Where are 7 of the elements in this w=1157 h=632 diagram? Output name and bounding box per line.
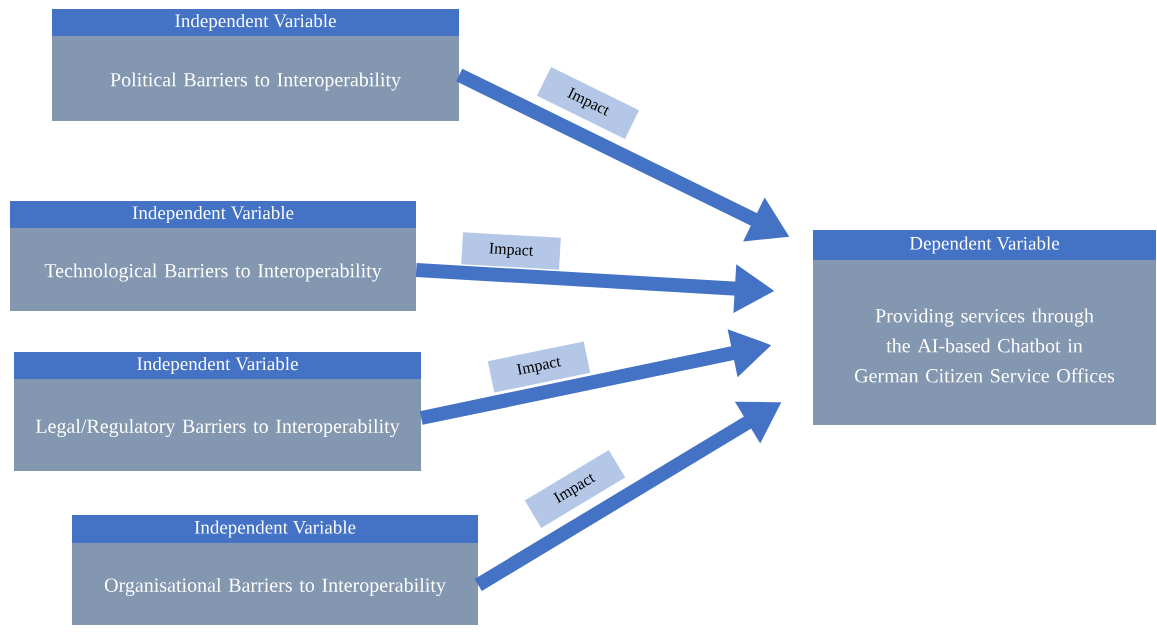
variable-box: Dependent Variable Providing services through the AI-based Chatbot in German Citizen Service Offices [813, 230, 1156, 425]
variable-box: Independent Variable Organisational Barriers to Interoperability [72, 515, 478, 625]
variable-box: Independent Variable Political Barriers to Interoperability [52, 9, 459, 121]
edge-label: Impact [487, 341, 591, 393]
edge-label: Impact [461, 232, 561, 270]
variable-box: Independent Variable Legal/Regulatory Barriers to Interoperability [14, 352, 421, 471]
variable-box: Independent Variable Technological Barriers to Interoperability [10, 201, 416, 311]
